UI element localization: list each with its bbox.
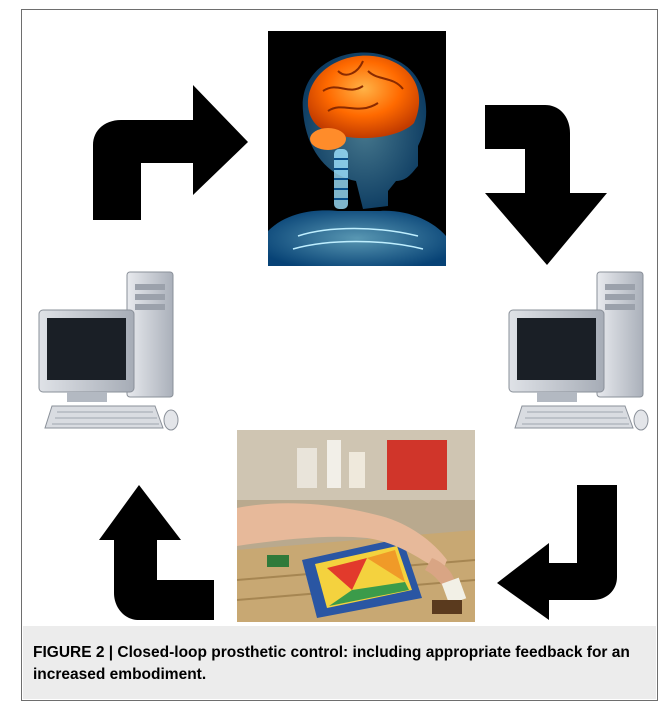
brain-xray-image	[268, 31, 446, 266]
arrow-left-to-brain	[93, 85, 248, 220]
figure-caption-box: FIGURE 2 | Closed-loop prosthetic contro…	[23, 626, 656, 699]
right-computer-icon	[507, 270, 667, 440]
arrow-right-to-task	[497, 485, 617, 620]
arrow-brain-to-right	[485, 105, 607, 265]
figure-caption: FIGURE 2 | Closed-loop prosthetic contro…	[33, 644, 630, 683]
figure-frame: FIGURE 2 | Closed-loop prosthetic contro…	[21, 9, 658, 701]
arrow-task-to-left	[99, 485, 214, 620]
closed-loop-diagram	[37, 25, 649, 625]
left-computer-icon	[37, 270, 197, 440]
prosthetic-arm-puzzle-photo	[237, 430, 475, 622]
